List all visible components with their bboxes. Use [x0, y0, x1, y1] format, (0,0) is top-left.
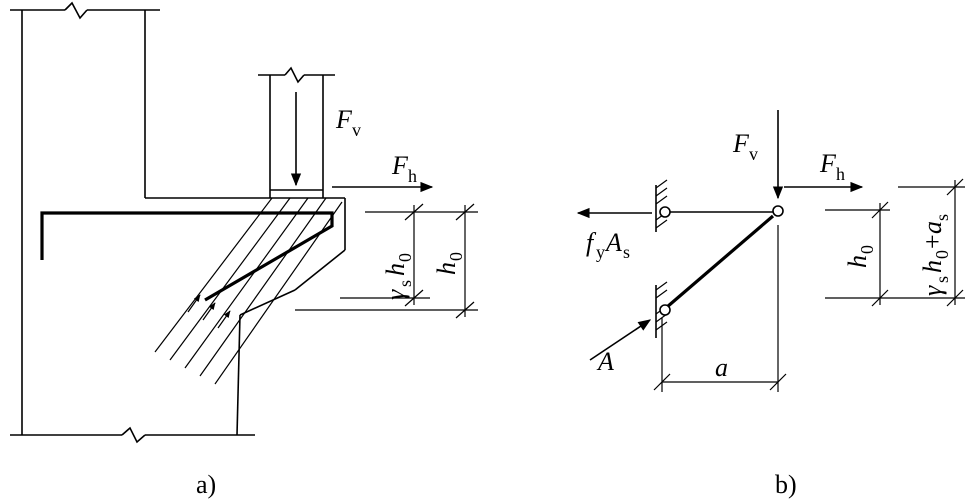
corbel-outline: [236, 197, 346, 436]
b-fh-subscript: h: [836, 164, 845, 184]
as-symbol: A: [604, 228, 622, 257]
h0-symbol: h: [432, 262, 461, 275]
steel-force-label: f y A s: [586, 228, 630, 262]
gamma-h-symbol: h: [381, 263, 410, 276]
load-pad-column: [258, 66, 335, 198]
b-gamma-h-subscript: 0: [932, 250, 952, 259]
fy-symbol: f: [586, 228, 597, 257]
b-as-symbol: a: [918, 221, 947, 234]
gamma-symbol: γ: [381, 289, 410, 300]
b-h0-symbol: h: [843, 255, 872, 268]
b-fh-label: F: [819, 149, 837, 178]
compression-struts: [154, 197, 343, 385]
b-fv-label: F: [732, 129, 750, 158]
upper-hinge-icon: [659, 206, 671, 218]
b-as-subscript: s: [932, 214, 952, 221]
fv-subscript: v: [352, 120, 361, 140]
b-fv-subscript: v: [749, 144, 758, 164]
compression-force-arrow: [589, 319, 652, 361]
as-subscript: s: [623, 242, 630, 262]
b-h0-subscript: 0: [857, 245, 877, 254]
fy-subscript: y: [596, 242, 605, 262]
h0-subscript: 0: [446, 252, 466, 261]
b-h0-label: h 0: [843, 245, 877, 268]
b-gamma-h-symbol: h: [918, 260, 947, 273]
b-gamma-subscript: s: [932, 276, 952, 283]
lower-hinge-icon: [659, 304, 671, 316]
dimension-lines: [295, 203, 478, 319]
b-h0-dimension: [825, 201, 965, 307]
fv-label: F: [335, 105, 353, 134]
figure-b: F v F h f y A s A a: [576, 110, 965, 499]
gamma-h0-dimension-label: γ s h 0: [381, 253, 415, 300]
gamma-h-subscript: 0: [395, 253, 415, 262]
h0-dimension-label: h 0: [432, 252, 466, 275]
reinforcement-bar: [40, 211, 334, 302]
gamma-subscript: s: [395, 280, 415, 287]
apex-hinge-icon: [772, 205, 784, 217]
column-outline: [10, 1, 270, 435]
a-dimension: [653, 225, 787, 392]
figure-a: F v F h γ s h 0 h 0: [10, 1, 478, 499]
bottom-break-line: [10, 426, 255, 444]
caption-b: b): [775, 470, 797, 499]
truss-members: [665, 211, 777, 309]
caption-a: a): [196, 470, 216, 499]
compression-force-label: A: [596, 347, 614, 376]
b-gamma-symbol: γ: [918, 285, 947, 296]
upper-support: [655, 179, 668, 232]
fh-subscript: h: [408, 166, 417, 186]
b-plus-sign: +: [918, 234, 947, 249]
a-dimension-label: a: [715, 353, 728, 382]
fh-label: F: [391, 151, 409, 180]
b-gamma-label: γ s h 0 + a s: [918, 214, 952, 296]
b-gamma-dimension: [898, 178, 965, 307]
